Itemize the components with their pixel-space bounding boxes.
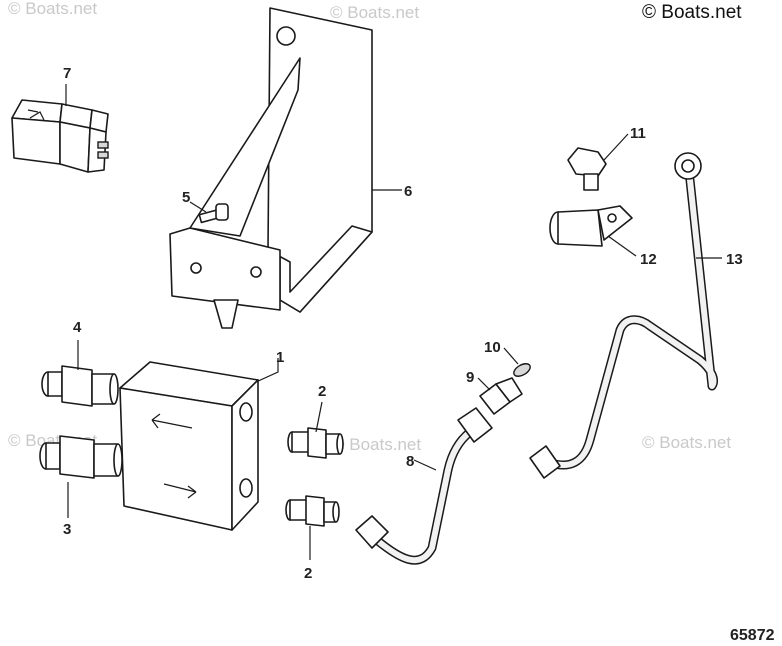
part-6-bracket [169, 7, 373, 329]
callout-13: 13 [726, 251, 743, 268]
watermark-mid-center: © Boats.net [332, 435, 421, 454]
part-7-connector [11, 99, 109, 173]
callout-2-upper: 2 [318, 383, 326, 400]
watermark-top-left: © Boats.net [8, 0, 97, 18]
copyright-text: © Boats.net [642, 2, 742, 23]
part-12-fitting [549, 205, 633, 247]
part-10-o-ring [513, 363, 531, 377]
part-8-tube [355, 407, 493, 565]
callout-2-lower: 2 [304, 565, 312, 582]
callout-9: 9 [466, 369, 474, 386]
callout-8: 8 [406, 453, 414, 470]
callout-3: 3 [63, 521, 71, 538]
callout-11: 11 [630, 125, 646, 142]
watermark-mid-right: © Boats.net [642, 433, 731, 452]
part-9-union [479, 377, 523, 415]
part-2-fitting-lower [285, 495, 340, 527]
figure-number: 65872 [730, 627, 775, 644]
callout-1: 1 [276, 349, 284, 366]
part-1-block [119, 361, 259, 531]
callout-5: 5 [182, 189, 190, 206]
watermark-top-mid: © Boats.net [330, 3, 419, 22]
part-2-fitting-upper [287, 427, 344, 459]
part-11-bolt [567, 147, 607, 191]
part-4-fitting [41, 365, 119, 407]
callout-4: 4 [73, 319, 82, 336]
callout-10: 10 [484, 339, 501, 356]
part-13-tube [529, 152, 718, 479]
callout-7: 7 [63, 65, 71, 82]
callout-12: 12 [640, 251, 657, 268]
leader-lines [65, 84, 722, 560]
callout-6: 6 [404, 183, 412, 200]
part-5-screw [198, 203, 229, 224]
part-3-fitting [39, 435, 123, 479]
